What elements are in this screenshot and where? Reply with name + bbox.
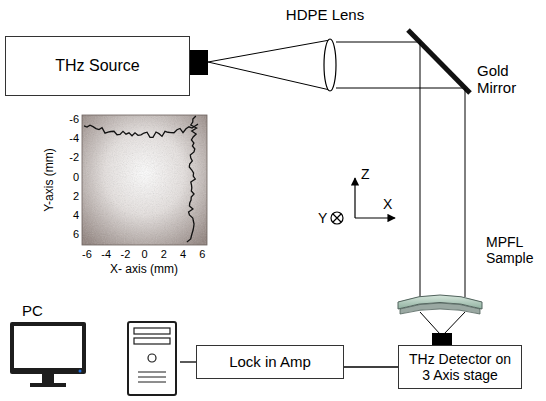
tick-label: 0 bbox=[73, 171, 79, 184]
image-frame bbox=[82, 115, 207, 245]
pc-vent bbox=[138, 377, 166, 378]
pc-stand bbox=[30, 383, 66, 387]
axis-label: X bbox=[383, 196, 392, 212]
node-label: Lock in Amp bbox=[229, 353, 311, 370]
tick-label: 6 bbox=[73, 228, 79, 241]
axis-label: Z bbox=[361, 166, 370, 182]
pc-led bbox=[79, 370, 82, 373]
signal-cable bbox=[344, 366, 398, 367]
pc-vent bbox=[138, 372, 166, 373]
beam bbox=[444, 312, 465, 334]
tick-label: 4 bbox=[73, 209, 79, 222]
axis-arrow bbox=[354, 178, 355, 218]
axis-title: X- axis (mm) bbox=[110, 263, 178, 277]
axis-into-page bbox=[333, 214, 341, 222]
axis-title: Y-axis (mm) bbox=[43, 148, 57, 212]
pc-tower bbox=[128, 322, 176, 395]
lock-in-amp-box: Lock in Amp bbox=[196, 345, 344, 379]
pc-stand bbox=[42, 374, 54, 383]
node-label: PC bbox=[22, 302, 43, 319]
image-contour bbox=[84, 124, 198, 137]
beam bbox=[208, 62, 330, 90]
node-label: THz Source bbox=[55, 57, 139, 75]
pc-drive bbox=[134, 338, 170, 344]
axis-into-page bbox=[331, 212, 343, 224]
thz-image bbox=[82, 115, 207, 245]
tick-label: -6 bbox=[82, 248, 92, 261]
beam bbox=[336, 88, 465, 89]
tick-label: -6 bbox=[69, 113, 79, 126]
lens-label: HDPE Lens bbox=[286, 6, 364, 23]
tick-label: -2 bbox=[121, 248, 131, 261]
beam bbox=[336, 42, 420, 43]
tick-label: -4 bbox=[69, 132, 79, 145]
beam bbox=[420, 42, 421, 297]
hdpe-lens bbox=[324, 39, 336, 91]
tick-label: 6 bbox=[199, 248, 205, 261]
tick-label: 2 bbox=[73, 190, 79, 203]
tick-label: 2 bbox=[161, 248, 167, 261]
pc-drive bbox=[134, 328, 170, 334]
detector-head bbox=[432, 333, 452, 345]
mirror-label: Gold Mirror bbox=[477, 62, 539, 97]
gold-mirror bbox=[408, 30, 470, 93]
tick-label: -2 bbox=[69, 151, 79, 164]
pc-vent bbox=[138, 382, 166, 383]
axis-arrow bbox=[355, 217, 395, 218]
pc-screen bbox=[14, 326, 82, 368]
image-contour bbox=[187, 116, 197, 242]
signal-cable bbox=[180, 361, 196, 362]
detector-box: THz Detector on 3 Axis stage bbox=[398, 345, 522, 389]
beam bbox=[208, 40, 330, 62]
mpfl-sample bbox=[400, 303, 480, 314]
tick-label: -4 bbox=[101, 248, 111, 261]
pc-monitor bbox=[10, 322, 86, 374]
sample-label: MPFL Sample bbox=[486, 234, 542, 266]
beam bbox=[465, 88, 466, 297]
axis-label: Y bbox=[318, 210, 327, 226]
tick-label: 4 bbox=[180, 248, 186, 261]
beam bbox=[420, 312, 440, 334]
node-label: THz Detector on 3 Axis stage bbox=[409, 351, 511, 383]
emitter bbox=[190, 50, 208, 75]
pc-group: PC bbox=[8, 300, 180, 398]
tick-label: 0 bbox=[142, 248, 148, 261]
source-box: THz Source bbox=[5, 36, 190, 96]
pc-button bbox=[148, 354, 156, 362]
